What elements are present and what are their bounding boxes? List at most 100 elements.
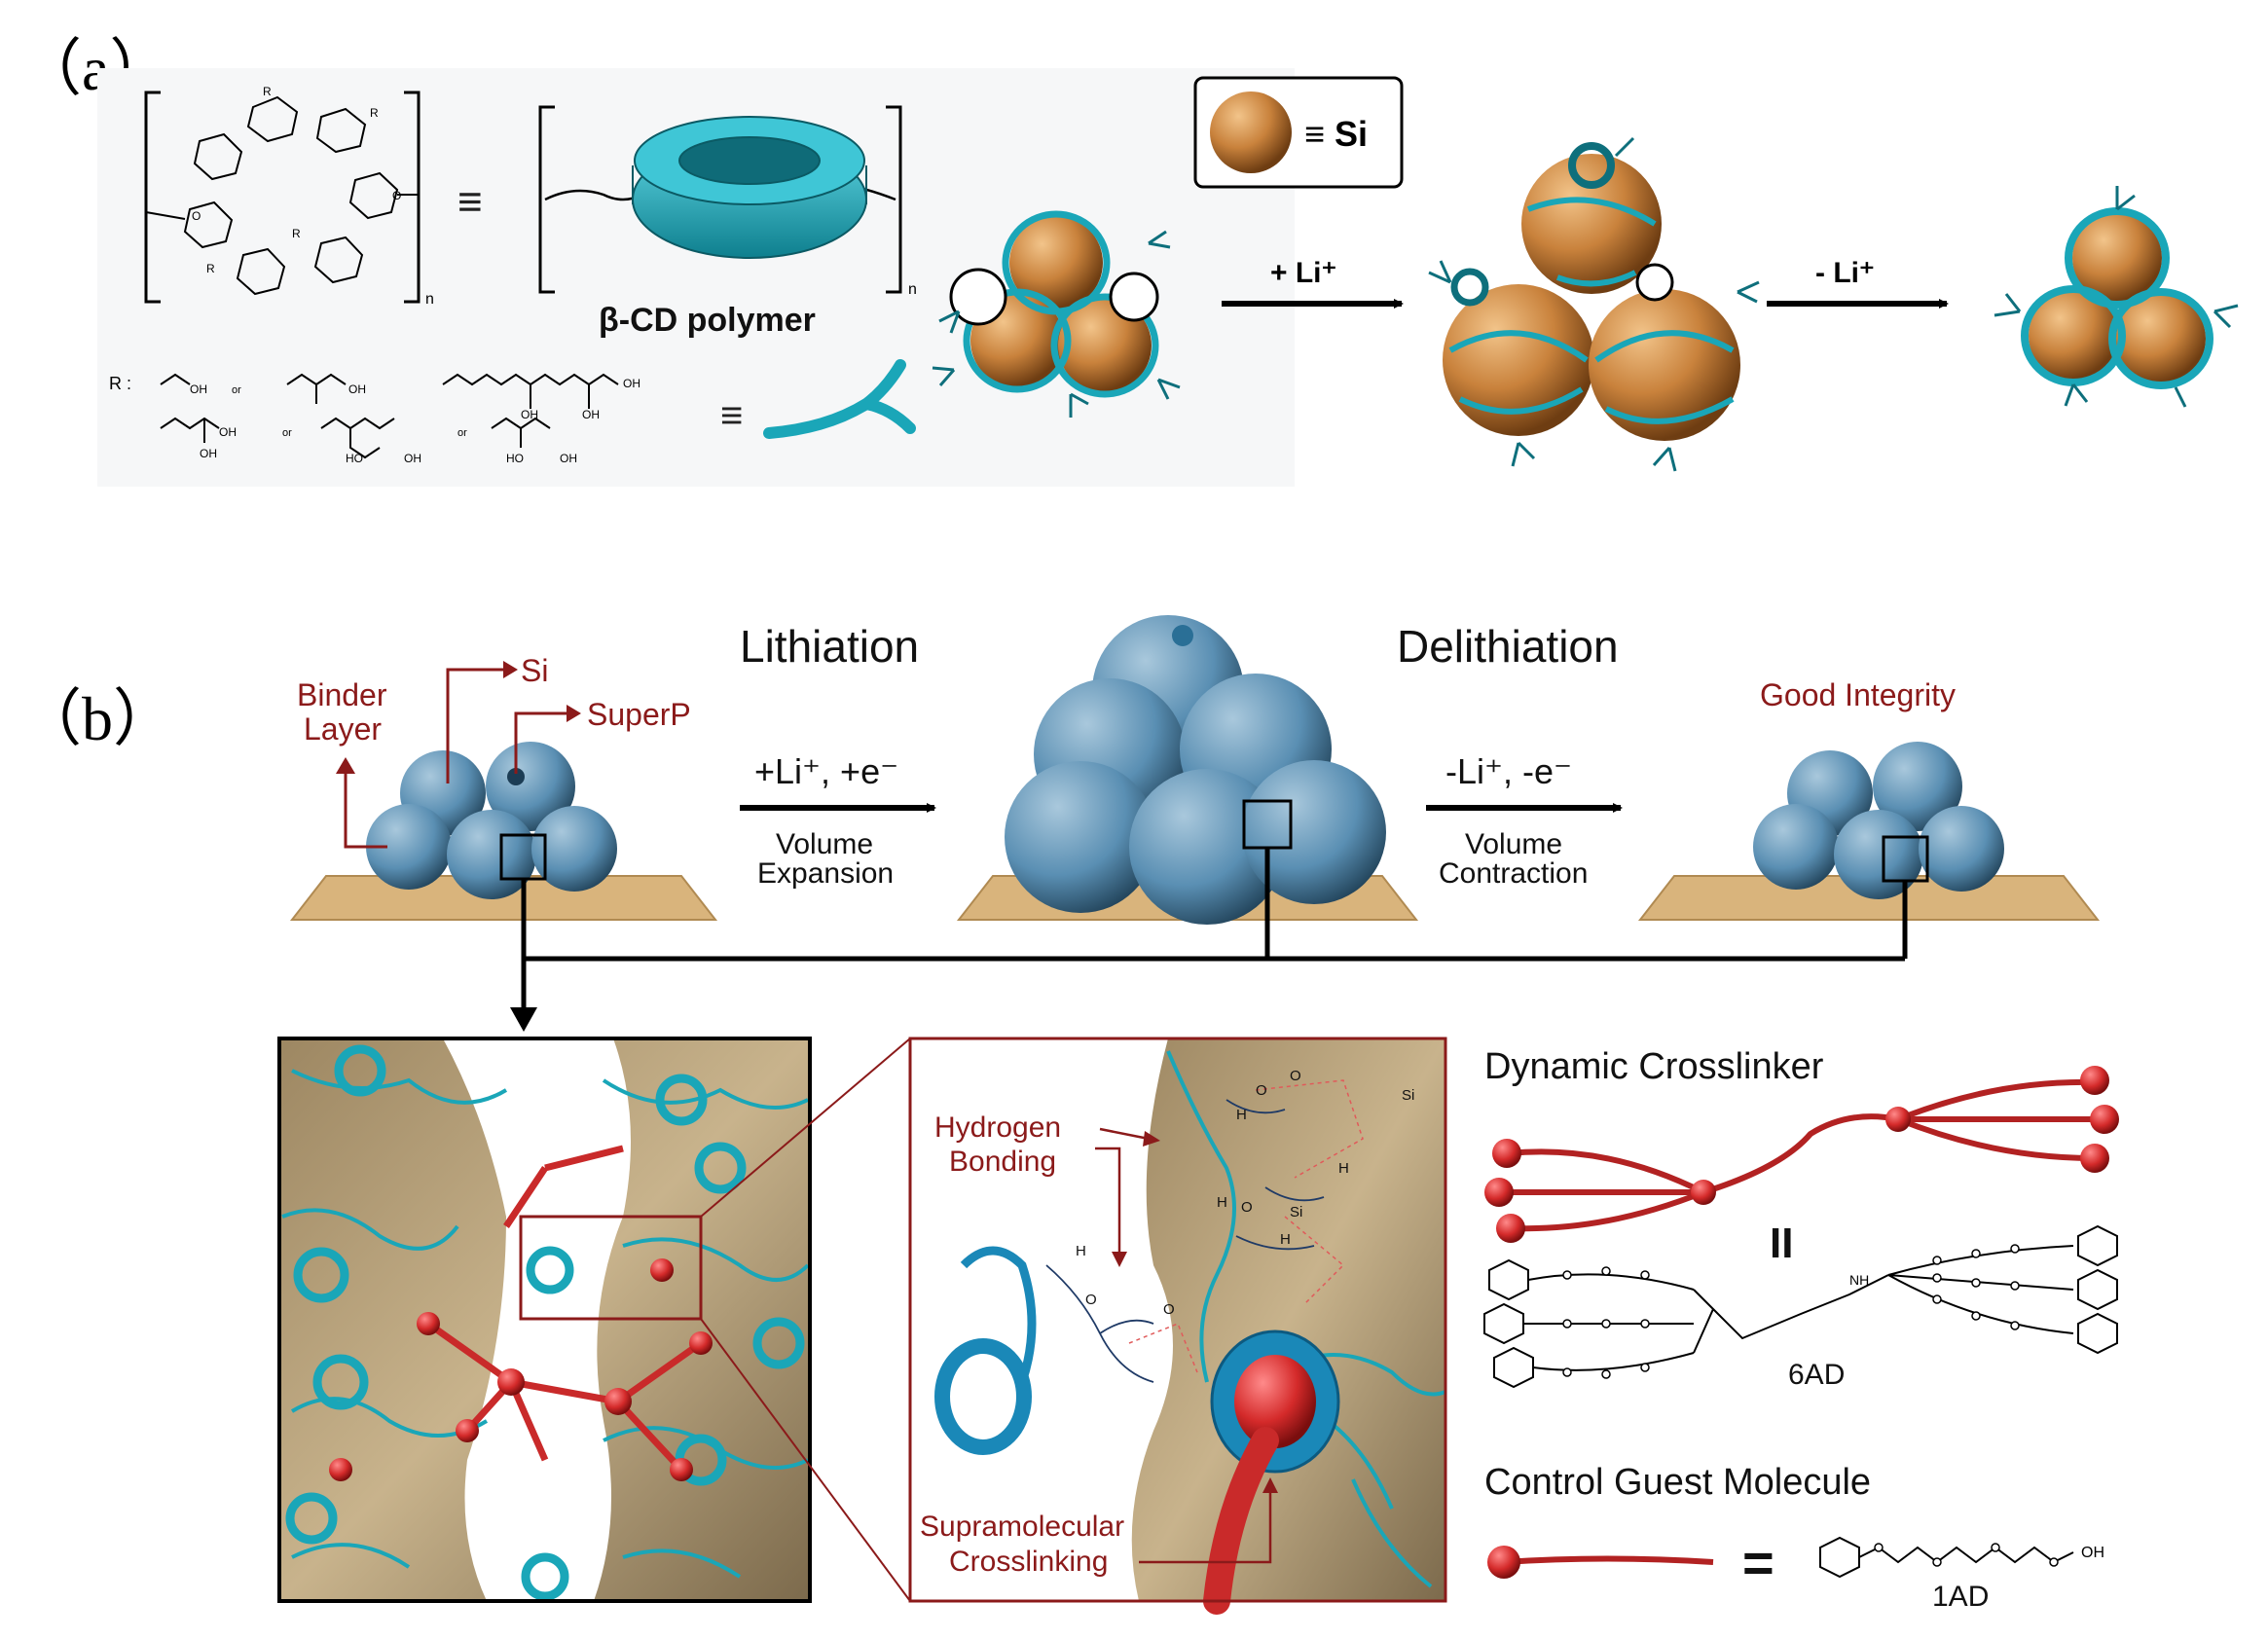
beta-cd-polymer-illustration: n — [538, 105, 917, 298]
volume-expansion-line1: Volume — [776, 828, 873, 860]
hydrogen-bonding-line1: Hydrogen — [934, 1111, 1061, 1144]
r-group-ho: HO — [506, 452, 524, 465]
crosslinker-node — [456, 1419, 479, 1442]
si-particle — [1521, 154, 1662, 294]
mid-bracket-close — [886, 105, 902, 294]
r-group-oh: OH — [200, 447, 217, 460]
arrow-lithiation-b: +Li⁺, +e⁻ Volume Expansion — [740, 751, 936, 890]
si-legend-sphere — [1210, 91, 1292, 173]
branch-node — [1691, 1180, 1716, 1205]
surface-region — [1131, 1038, 1445, 1601]
equals-sign: = — [1742, 1532, 1774, 1593]
si-particle-blue — [366, 804, 452, 890]
hydrogen-bonding-pointer-2 — [1095, 1147, 1121, 1256]
superp-dot — [1172, 625, 1193, 646]
r-group-ho: HO — [346, 452, 363, 465]
r-group-oh: OH — [190, 382, 207, 396]
dynamic-crosslinker-title: Dynamic Crosslinker — [1484, 1046, 1824, 1087]
adamantane-end — [1484, 1178, 1514, 1207]
electrode-stage-contracted: Good Integrity — [1637, 677, 2101, 921]
si-pointer-label: Si — [521, 653, 548, 688]
guest-chain — [1503, 1555, 1714, 1565]
zoom-arrowhead — [510, 1007, 537, 1032]
oh-label-1ad: OH — [2081, 1545, 2104, 1561]
adamantane-end — [1496, 1214, 1525, 1243]
chem-atom-r: R — [206, 262, 215, 275]
mol-1ad-label: 1AD — [1932, 1581, 1989, 1613]
mid-bracket-subscript-n: n — [908, 281, 917, 298]
guest-adamantane — [1487, 1546, 1520, 1579]
r-or: or — [232, 384, 241, 396]
si-particle-blue — [1753, 804, 1839, 890]
si-particle — [1589, 289, 1740, 441]
lithiation-title: Lithiation — [740, 621, 919, 672]
superp-pointer — [514, 711, 569, 774]
si-particle-blue — [1919, 806, 2004, 892]
mid-bracket-open — [538, 105, 555, 294]
supramolecular-line2: Crosslinking — [949, 1546, 1108, 1578]
volume-expansion-line2: Expansion — [757, 857, 894, 890]
si-cluster-expanded — [1428, 136, 1760, 472]
dynamic-crosslinker-schema: Dynamic Crosslinker II — [1483, 1046, 2119, 1391]
adamantane-end — [2080, 1066, 2109, 1095]
guest-tail — [1203, 1427, 1279, 1615]
volume-contraction-line1: Volume — [1465, 828, 1562, 860]
branched-polymer-icon — [763, 359, 916, 439]
supramolecular-pointer — [1139, 1489, 1272, 1564]
panel-b: （b） Lithiation Delithiation Binder Layer… — [19, 615, 2119, 1615]
crosslinker-node — [497, 1368, 525, 1396]
si-particle-blue — [1242, 760, 1386, 904]
crosslinker-node — [689, 1331, 713, 1355]
delithiation-title: Delithiation — [1397, 621, 1619, 672]
arrow-delithiation-b-label: -Li⁺, -e⁻ — [1445, 751, 1572, 791]
crosslinker-node — [650, 1258, 674, 1282]
r-group-oh: OH — [404, 452, 421, 465]
adamantane-end — [2080, 1144, 2109, 1173]
r-group-oh: OH — [348, 382, 366, 396]
chem-atom-o: O — [192, 209, 201, 223]
chem-atom-r: R — [370, 106, 379, 120]
arrow-lithiation-a: + Li⁺ — [1222, 257, 1404, 309]
r-or: or — [457, 427, 467, 439]
h-atom: H — [1217, 1194, 1227, 1211]
zoom-lines — [700, 1038, 911, 1602]
r-label: R : — [109, 374, 131, 393]
si-particle — [2072, 213, 2162, 303]
r-group-oh: OH — [623, 377, 640, 390]
crosslinker-node — [329, 1458, 352, 1481]
binder-layer-pointer — [344, 769, 387, 849]
r-group-oh: OH — [219, 425, 237, 439]
mol-1ad-structure — [1819, 1536, 2074, 1579]
r-groups: R : OH or OH OH OH OH OH OH or or HO OH … — [109, 359, 916, 465]
magnified-bonding-view: H O O Si H H O Si H H O O Hydrogen Bondi… — [908, 1037, 1447, 1615]
r-group-oh: OH — [582, 408, 600, 421]
branch-node — [1885, 1107, 1911, 1132]
left-bracket-open — [144, 91, 161, 304]
arrow-lithiation-b-label: +Li⁺, +e⁻ — [754, 751, 898, 791]
superp-dot — [507, 768, 525, 785]
arrow-lithiation-a-label: + Li⁺ — [1270, 257, 1336, 289]
nh-label-6ad: NH — [1849, 1272, 1869, 1288]
r-group-oh: OH — [521, 408, 538, 421]
adamantane-end — [1492, 1139, 1521, 1168]
si-pointer — [446, 668, 506, 783]
chem-atom-o: O — [392, 189, 401, 202]
supramolecular-line1: Supramolecular — [920, 1511, 1124, 1543]
electrode-stage-expanded — [956, 615, 1419, 925]
zoom-connectors — [521, 848, 1908, 1020]
o-atom: O — [1163, 1301, 1175, 1318]
arrow-delithiation-a: - Li⁺ — [1767, 257, 1949, 309]
binder-layer-label-line1: Binder — [297, 677, 387, 712]
inner-zoom-box — [519, 1215, 703, 1321]
h-atom: H — [1338, 1160, 1349, 1177]
cd-ring-tail — [960, 1246, 1037, 1384]
crosslinker-node — [604, 1388, 632, 1415]
si-particle — [2116, 294, 2206, 383]
hydrogen-bonding-line2: Bonding — [949, 1146, 1056, 1178]
si-cluster-contracted — [1994, 186, 2239, 408]
si-particle — [1443, 284, 1594, 436]
beta-cd-polymer-label: β-CD polymer — [599, 302, 816, 339]
arrow-delithiation-b: -Li⁺, -e⁻ Volume Contraction — [1426, 751, 1623, 890]
equals-vertical: II — [1770, 1220, 1793, 1267]
